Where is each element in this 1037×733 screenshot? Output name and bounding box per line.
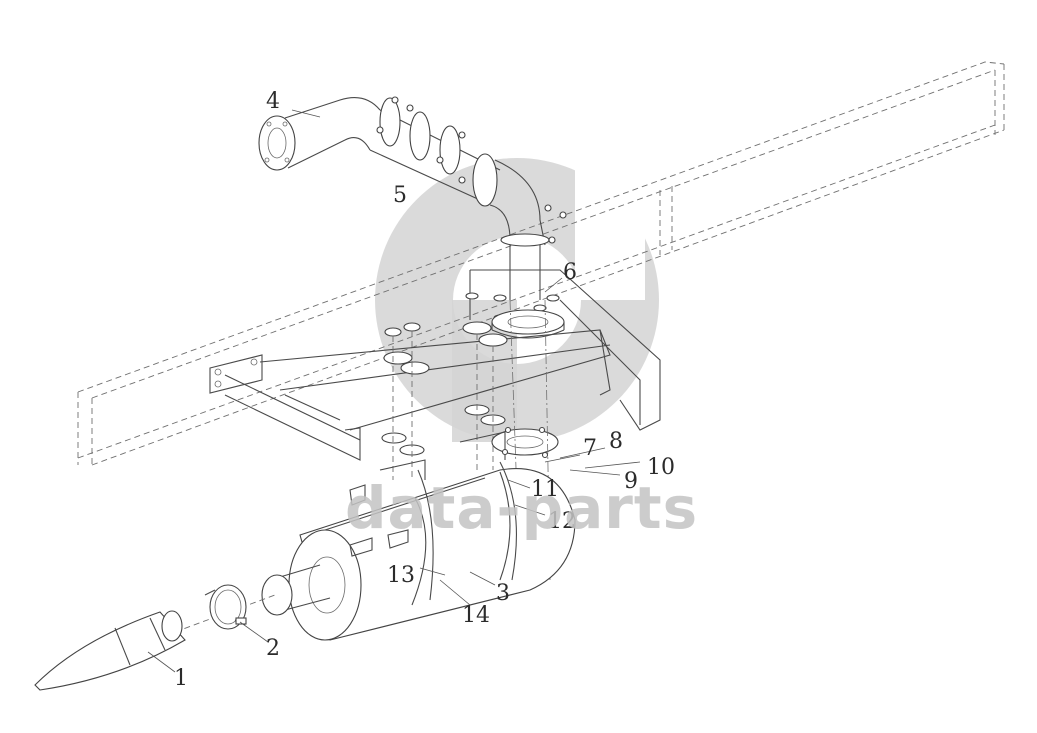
tailpipe	[34, 610, 186, 691]
callout-13: 13	[387, 563, 415, 588]
callout-1: 1	[174, 666, 188, 691]
bolt-set	[376, 96, 567, 459]
exhaust-elbow-pipe	[258, 97, 550, 300]
callout-14: 14	[462, 603, 490, 628]
callout-12: 12	[548, 509, 576, 534]
callout-labels: 1 2 3 4 5 6 7 8 9 10 11 12 13 14	[174, 89, 675, 691]
flange-plate-upper	[491, 309, 565, 339]
callout-10: 10	[647, 455, 675, 480]
callout-2: 2	[266, 636, 280, 661]
leader-lines	[147, 109, 641, 673]
callout-7: 7	[583, 436, 597, 461]
clamp-ring	[204, 584, 247, 630]
watermark-logo	[375, 150, 659, 442]
callout-8: 8	[609, 429, 623, 454]
callout-6: 6	[563, 260, 577, 285]
rubber-mounts	[381, 292, 560, 480]
flange-plate-lower	[491, 299, 559, 581]
callout-3: 3	[496, 581, 510, 606]
mounting-bracket-frame	[209, 269, 661, 461]
callout-4: 4	[266, 89, 280, 114]
callout-9: 9	[624, 469, 638, 494]
callout-5: 5	[393, 183, 407, 208]
watermark-text: data-parts	[345, 474, 698, 542]
callout-11: 11	[531, 477, 559, 502]
